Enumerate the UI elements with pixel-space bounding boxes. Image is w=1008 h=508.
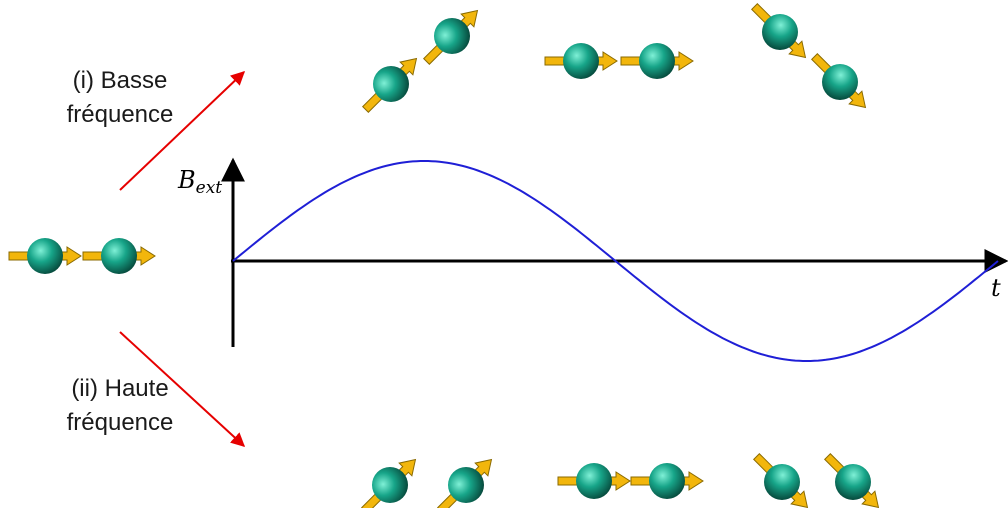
spin-sphere-icon <box>631 463 703 499</box>
spin-sphere-body <box>639 43 675 79</box>
low-frequency-label-line-2: fréquence <box>40 98 200 132</box>
spin-sphere-icon <box>744 444 820 508</box>
spin-sphere-body <box>101 238 137 274</box>
spin-sphere-icon <box>352 447 428 508</box>
spin-sphere-icon <box>353 46 429 122</box>
spin-sphere-body <box>27 238 63 274</box>
spin-sphere-icon <box>802 44 878 120</box>
spin-sphere-body <box>563 43 599 79</box>
low-frequency-label-line-1: (i) Basse <box>40 64 200 98</box>
spin-sphere-body <box>649 463 685 499</box>
spin-sphere-icon <box>621 43 693 79</box>
spin-sphere-icon <box>545 43 617 79</box>
x-axis-label: t <box>991 274 1001 302</box>
spin-sphere-body <box>576 463 612 499</box>
spin-sphere-icon <box>742 0 818 70</box>
y-axis-subscript: ext <box>196 178 222 198</box>
high-frequency-label: (ii) Haute fréquence <box>40 372 200 440</box>
spin-sphere-icon <box>83 238 155 274</box>
spin-sphere-icon <box>428 447 504 508</box>
spin-sphere-icon <box>9 238 81 274</box>
y-axis-symbol: B <box>178 166 196 194</box>
y-axis-label: Bext <box>178 166 222 198</box>
high-frequency-label-line-1: (ii) Haute <box>40 372 200 406</box>
low-frequency-label: (i) Basse fréquence <box>40 64 200 132</box>
spin-sphere-icon <box>815 444 891 508</box>
spin-sphere-icon <box>414 0 490 74</box>
high-frequency-label-line-2: fréquence <box>40 406 200 440</box>
spin-sphere-icon <box>558 463 630 499</box>
